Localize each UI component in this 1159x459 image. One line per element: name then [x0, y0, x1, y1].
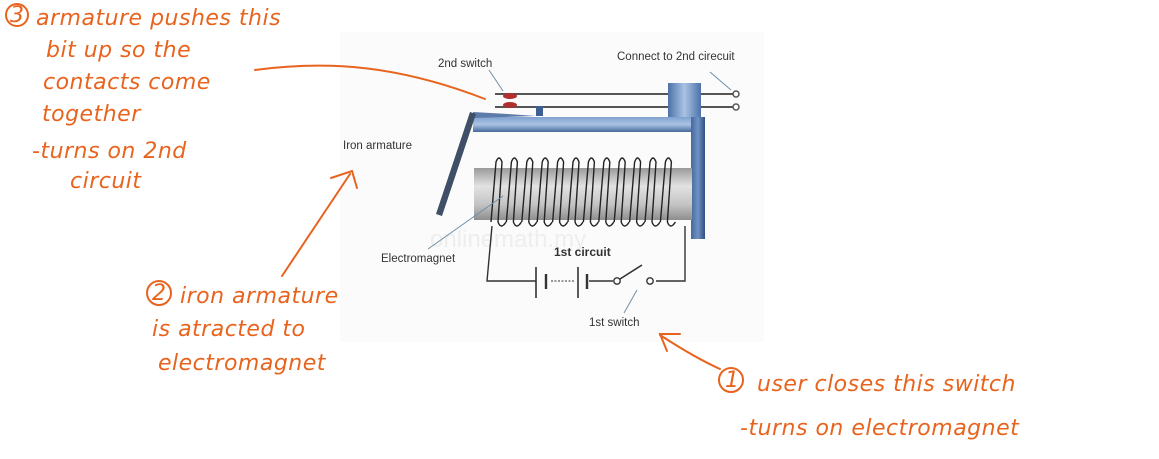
coil-turn: [505, 157, 522, 227]
label-1st-switch: 1st switch: [589, 317, 640, 329]
switch-terminal-right: [646, 277, 654, 285]
coil-turn: [536, 157, 553, 227]
second-switch-contacts: [503, 93, 517, 108]
annotation-1-line-1: user closes this switch: [757, 372, 1016, 397]
annotation-1-line-2: -turns on electromagnet: [740, 416, 1020, 441]
annotation-3-line-1: armature pushes this: [36, 6, 281, 31]
annotation-2-line-1: iron armature: [180, 284, 339, 309]
switch-terminal-left: [613, 277, 621, 285]
annotation-1-arrow-shaft: [659, 334, 721, 370]
annotation-1: 1 user closes this switch -turns on elec…: [725, 368, 1020, 441]
annotation-strokes: [5, 3, 744, 393]
annotation-3: 3 armature pushes this bit up so the con…: [10, 3, 281, 194]
annotation-3-line-2: bit up so the: [46, 38, 191, 63]
label-1st-circuit: 1st circuit: [554, 245, 611, 259]
switch-lever: [619, 264, 643, 280]
annotation-2-circle: [146, 280, 172, 306]
iron-armature: [436, 112, 536, 216]
annotation-3-line-5: -turns on 2nd: [32, 139, 187, 164]
terminal-bottom: [732, 103, 740, 111]
annotation-2-arrow-shaft: [281, 173, 351, 277]
leader-lines: [427, 69, 732, 314]
annotation-1-number: 1: [725, 368, 740, 393]
electromagnet-coil: [490, 157, 676, 227]
annotation-3-pointer: [254, 64, 486, 100]
annotation-2-line-3: electromagnet: [158, 351, 327, 376]
coil-turn: [567, 157, 584, 227]
first-circuit: [486, 225, 686, 298]
terminal-post: [668, 83, 701, 119]
annotation-2-line-2: is atracted to: [152, 317, 306, 342]
annotation-3-circle: [5, 3, 29, 27]
annotation-3-line-6: circuit: [70, 169, 142, 194]
coil-turn: [613, 157, 630, 227]
annotation-3-line-3: contacts come: [43, 70, 211, 95]
contact-post: [536, 106, 543, 116]
coil-turn: [644, 157, 661, 227]
coil-turn: [628, 157, 646, 227]
watermark: onlinemath.my: [430, 226, 586, 253]
annotation-2: 2 iron armature is atracted to electroma…: [152, 281, 339, 376]
annotation-3-number: 3: [10, 3, 25, 28]
coil-turn: [490, 157, 507, 227]
label-iron-armature: Iron armature: [343, 140, 412, 152]
annotation-1-arrow-head: [658, 333, 681, 352]
label-connect-2nd-circuit: Connect to 2nd cirecuit: [617, 51, 735, 63]
coil-turn: [582, 157, 599, 227]
coil-turn: [598, 157, 615, 227]
annotation-3-line-4: together: [42, 102, 142, 127]
coil-turn: [521, 157, 538, 227]
label-2nd-switch: 2nd switch: [438, 58, 492, 70]
yoke-frame: [473, 117, 705, 239]
coil-turn: [659, 157, 676, 227]
annotation-2-arrow-head: [330, 169, 358, 189]
terminal-top: [732, 90, 740, 98]
annotation-2-number: 2: [152, 281, 167, 306]
label-electromagnet: Electromagnet: [381, 253, 456, 265]
coil-turn: [551, 157, 569, 227]
annotation-1-circle: [718, 367, 744, 393]
